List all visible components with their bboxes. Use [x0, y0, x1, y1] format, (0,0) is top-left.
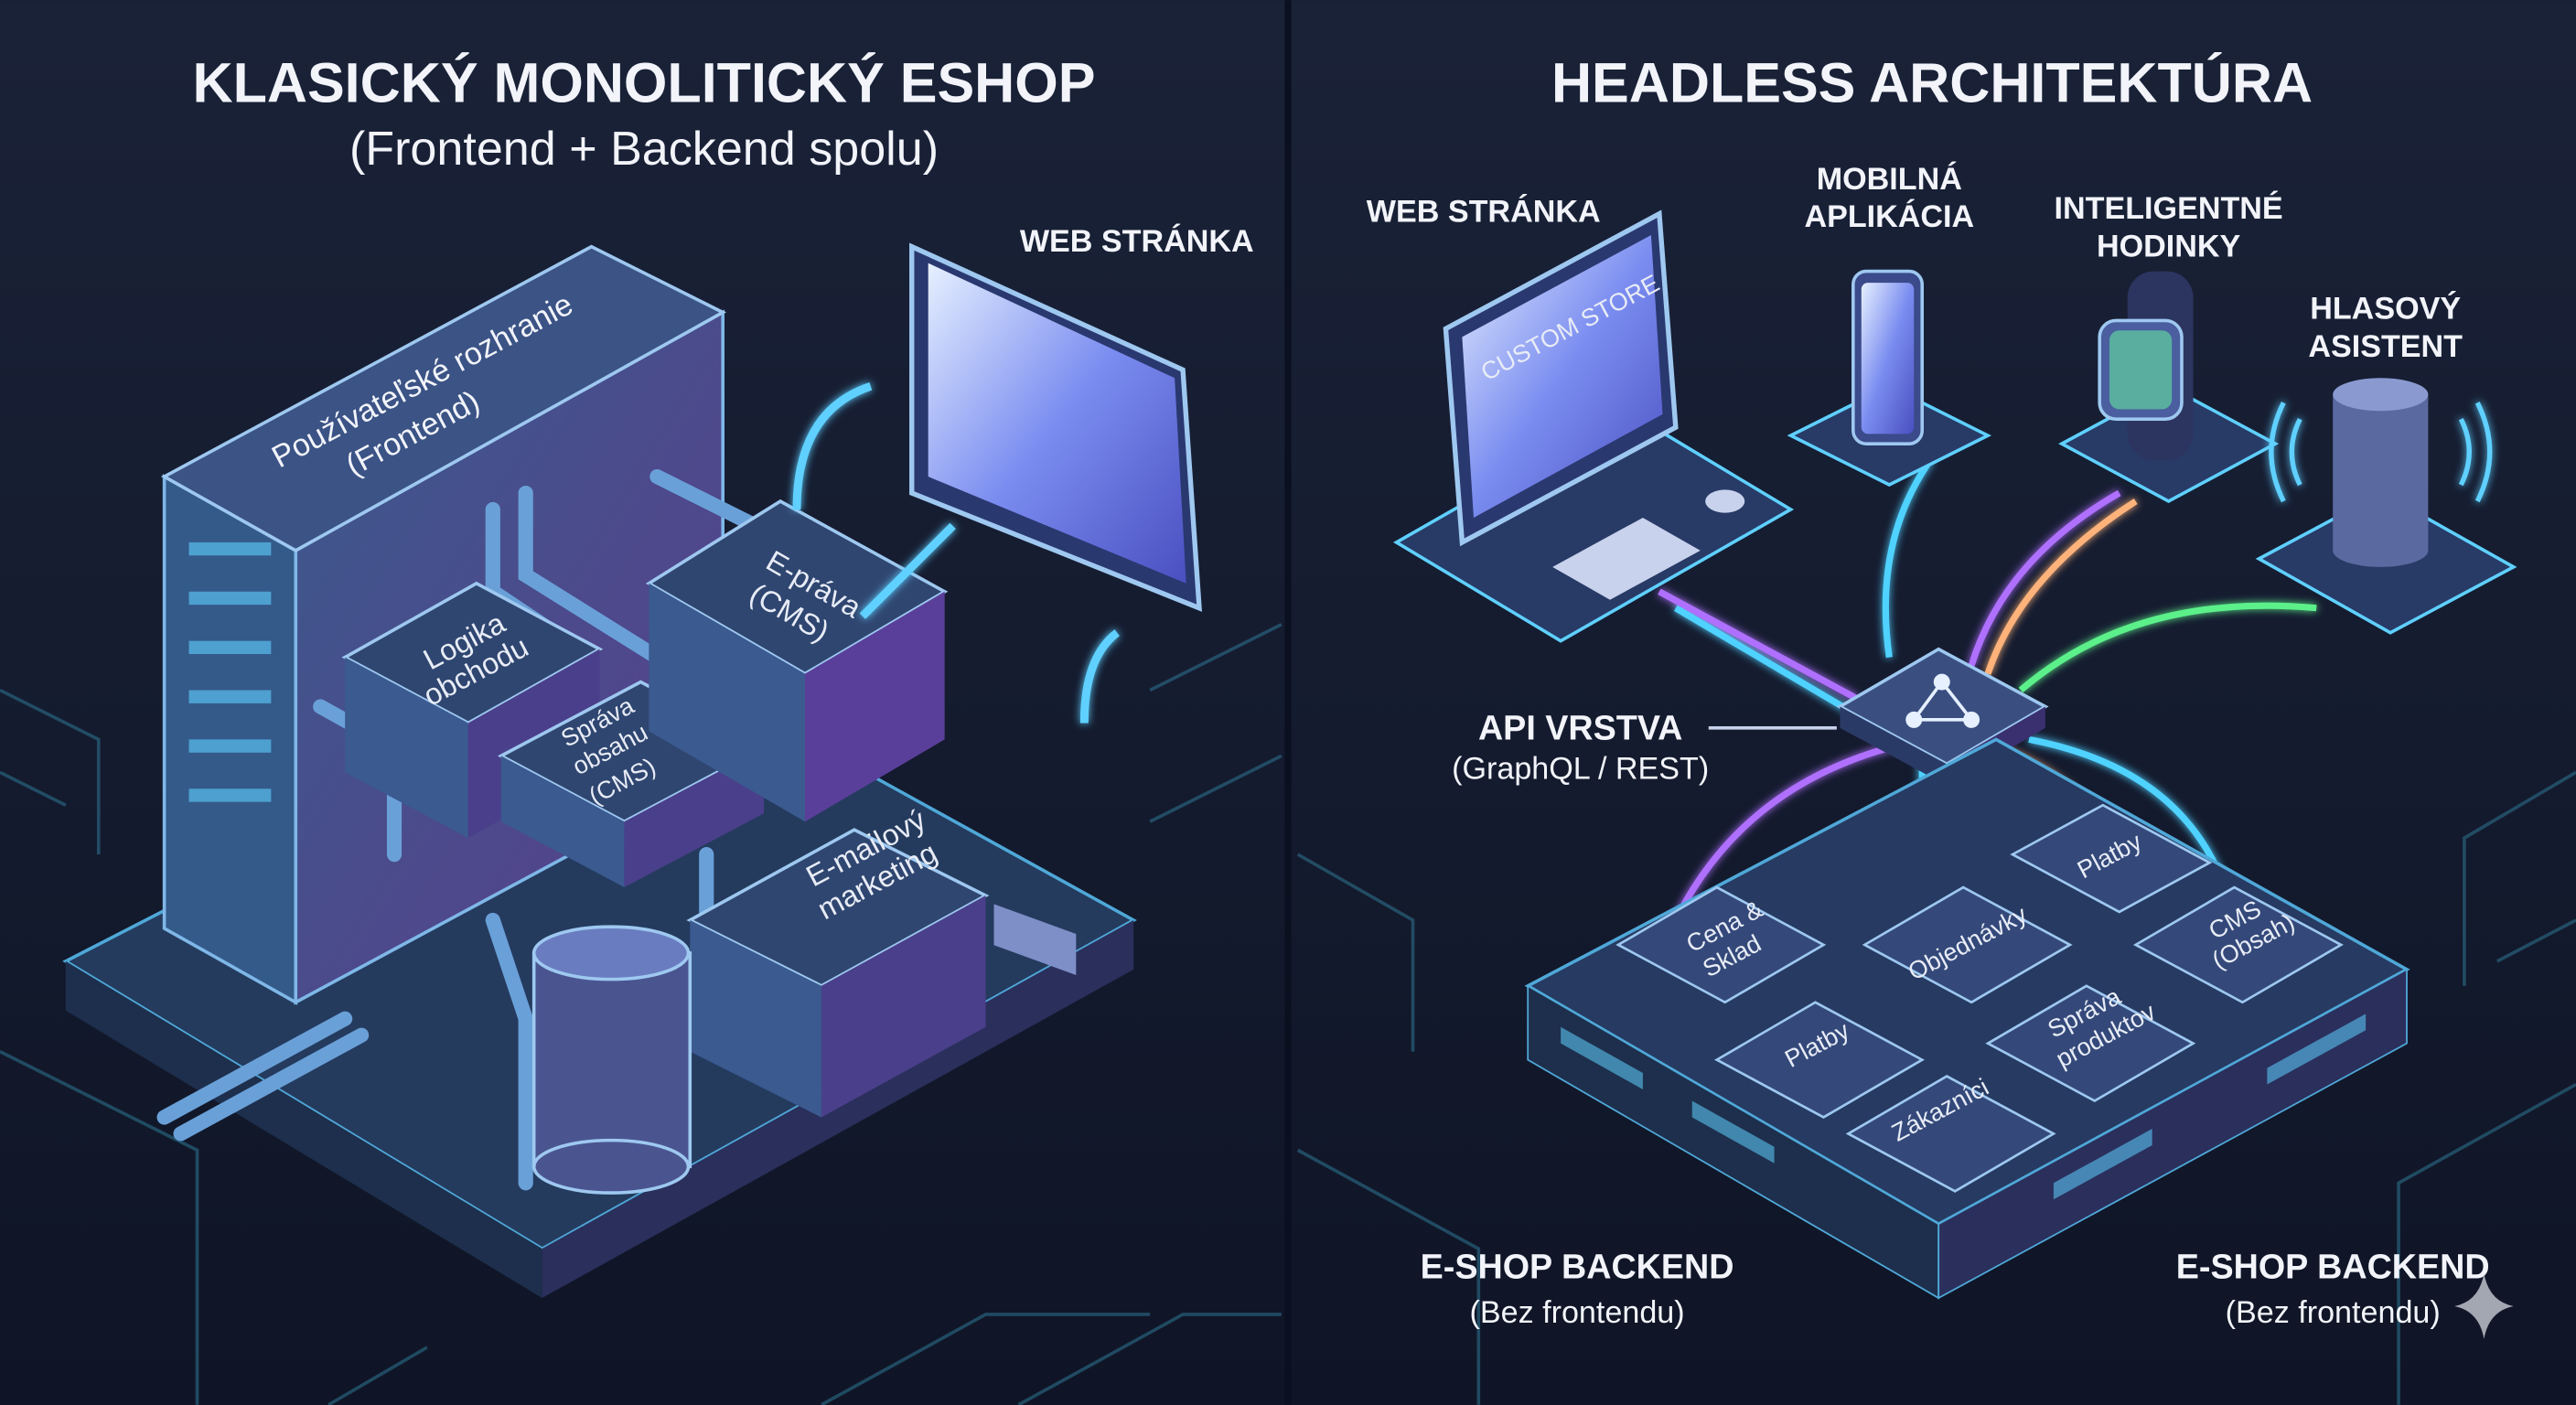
- service-cms: CMS (Obsah): [2132, 885, 2344, 1004]
- left-web-label: WEB STRÁNKA: [1020, 224, 1254, 259]
- backend-right-sublabel: (Bez frontendu): [2226, 1295, 2441, 1330]
- service-objednavky: Objednávky: [1862, 885, 2073, 1004]
- backend-right-label: E-SHOP BACKEND: [2176, 1247, 2490, 1285]
- voice-label-line1: HLASOVÝ: [2310, 292, 2461, 327]
- mobile-label-line1: MOBILNÁ: [1817, 162, 1962, 197]
- database-cylinder: [531, 925, 692, 1195]
- service-tiles: Cena & Sklad Objednávky Platby CMS (Obsa…: [1615, 803, 2344, 1193]
- network-graph-icon: [1905, 673, 1980, 728]
- module-sprava-obsahu: Správa obsahu (CMS): [497, 680, 767, 888]
- watch-label-line1: INTELIGENTNÉ: [2055, 191, 2283, 226]
- left-web-monitor: [909, 242, 1203, 975]
- module-e-prava: E-práva (CMS): [645, 499, 949, 822]
- sparkle-icon: [2454, 1273, 2514, 1339]
- tower-roof: [160, 244, 727, 552]
- backend-left-sublabel: (Bez frontendu): [1470, 1295, 1685, 1330]
- voice-label-line2: ASISTENT: [2308, 329, 2463, 364]
- mobile-label-line2: APLIKÁCIA: [1804, 199, 1974, 234]
- backend-left-label: E-SHOP BACKEND: [1421, 1247, 1734, 1285]
- watch-label-line2: HODINKY: [2097, 229, 2241, 263]
- monolith-building: Používateľské rozhranie (Frontend) Logik…: [62, 244, 1137, 1299]
- flow-arrows: [792, 382, 1121, 724]
- left-platform-side: [65, 960, 542, 1299]
- divider: [1284, 0, 1292, 1405]
- left-title: KLASICKÝ MONOLITICKÝ ESHOP: [193, 52, 1096, 114]
- device-voice-assistant: [2255, 378, 2517, 635]
- api-sublabel: (GraphQL / REST): [1452, 752, 1709, 787]
- api-label: API VRSTVA: [1478, 708, 1682, 746]
- service-cena-sklad: Cena & Sklad: [1615, 885, 1827, 1004]
- right-web-label: WEB STRÁNKA: [1367, 195, 1601, 230]
- device-smartwatch: [2058, 271, 2280, 504]
- device-phone: [1787, 269, 1992, 488]
- sound-waves-icon: [2269, 402, 2493, 503]
- service-platby: Platby: [1713, 1001, 1925, 1120]
- service-platby-top: Platby: [2010, 803, 2213, 914]
- left-subtitle: (Frontend + Backend spolu): [349, 123, 939, 176]
- circuit-traces: [0, 623, 2576, 1405]
- right-title: HEADLESS ARCHITEKTÚRA: [1551, 52, 2313, 114]
- module-email-marketing: E-mailový marketing: [686, 802, 990, 1118]
- device-laptop: CUSTOM STORE: [1392, 209, 1795, 643]
